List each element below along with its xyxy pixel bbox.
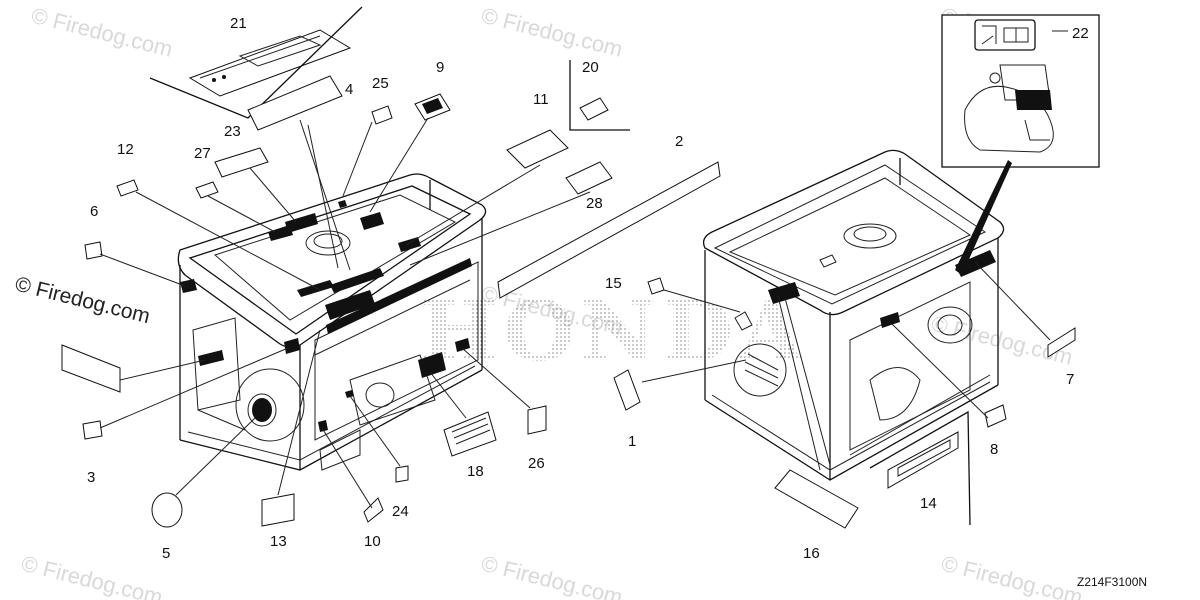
callout-23: 23 [224, 123, 241, 140]
callout-25: 25 [372, 75, 389, 92]
callout-1: 1 [628, 433, 636, 450]
callout-14: 14 [920, 495, 937, 512]
labels-left [61, 6, 721, 528]
generator-left [177, 173, 487, 471]
callout-28: 28 [586, 195, 603, 212]
callout-16: 16 [803, 545, 820, 562]
labels-right [613, 14, 1100, 529]
callout-10: 10 [364, 533, 381, 550]
watermark: © Firedog.com [479, 3, 625, 62]
watermark-dark: © Firedog.com [13, 273, 152, 329]
callout-22: 22 [1072, 25, 1089, 42]
callout-24: 24 [392, 503, 409, 520]
brand-watermark: HONDA [420, 284, 809, 380]
callout-27: 27 [194, 145, 211, 162]
watermark: © Firedog.com [479, 551, 625, 600]
watermark: © Firedog.com [939, 551, 1085, 600]
watermark: © Firedog.com [29, 3, 175, 62]
callout-11: 11 [533, 91, 549, 108]
callout-4: 4 [345, 81, 353, 98]
callouts: 1 2 3 4 5 6 7 8 9 10 11 12 13 14 15 16 1… [87, 15, 1089, 562]
watermark: © Firedog.com [929, 311, 1075, 370]
callout-9: 9 [436, 59, 444, 76]
callout-15: 15 [605, 275, 622, 292]
callout-6: 6 [90, 203, 98, 220]
callout-2: 2 [675, 133, 683, 150]
callout-26: 26 [528, 455, 545, 472]
callout-7: 7 [1066, 371, 1074, 388]
callout-12: 12 [117, 141, 134, 158]
callout-13: 13 [270, 533, 287, 550]
callout-8: 8 [990, 441, 998, 458]
callout-21: 21 [230, 15, 247, 32]
diagram-code: Z214F3100N [1077, 575, 1147, 589]
callout-3: 3 [87, 469, 95, 486]
watermark: © Firedog.com [19, 551, 165, 600]
callout-18: 18 [467, 463, 484, 480]
generator-right [702, 149, 1005, 481]
callout-5: 5 [162, 545, 170, 562]
callout-20: 20 [582, 59, 599, 76]
